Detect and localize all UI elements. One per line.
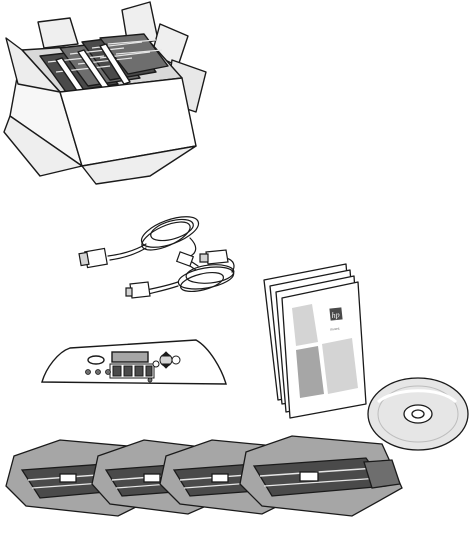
open-box-with-cartridges-icon [4,2,206,184]
manual-logo: hp [331,310,340,320]
cd-rom-icon [368,378,468,450]
toner-cartridges-icon [6,436,402,516]
control-panel-overlay-icon [42,340,226,384]
manual-booklets-icon: hp invent [264,264,366,418]
toner-cartridge-4 [240,436,402,516]
power-cord-icon [79,210,202,270]
